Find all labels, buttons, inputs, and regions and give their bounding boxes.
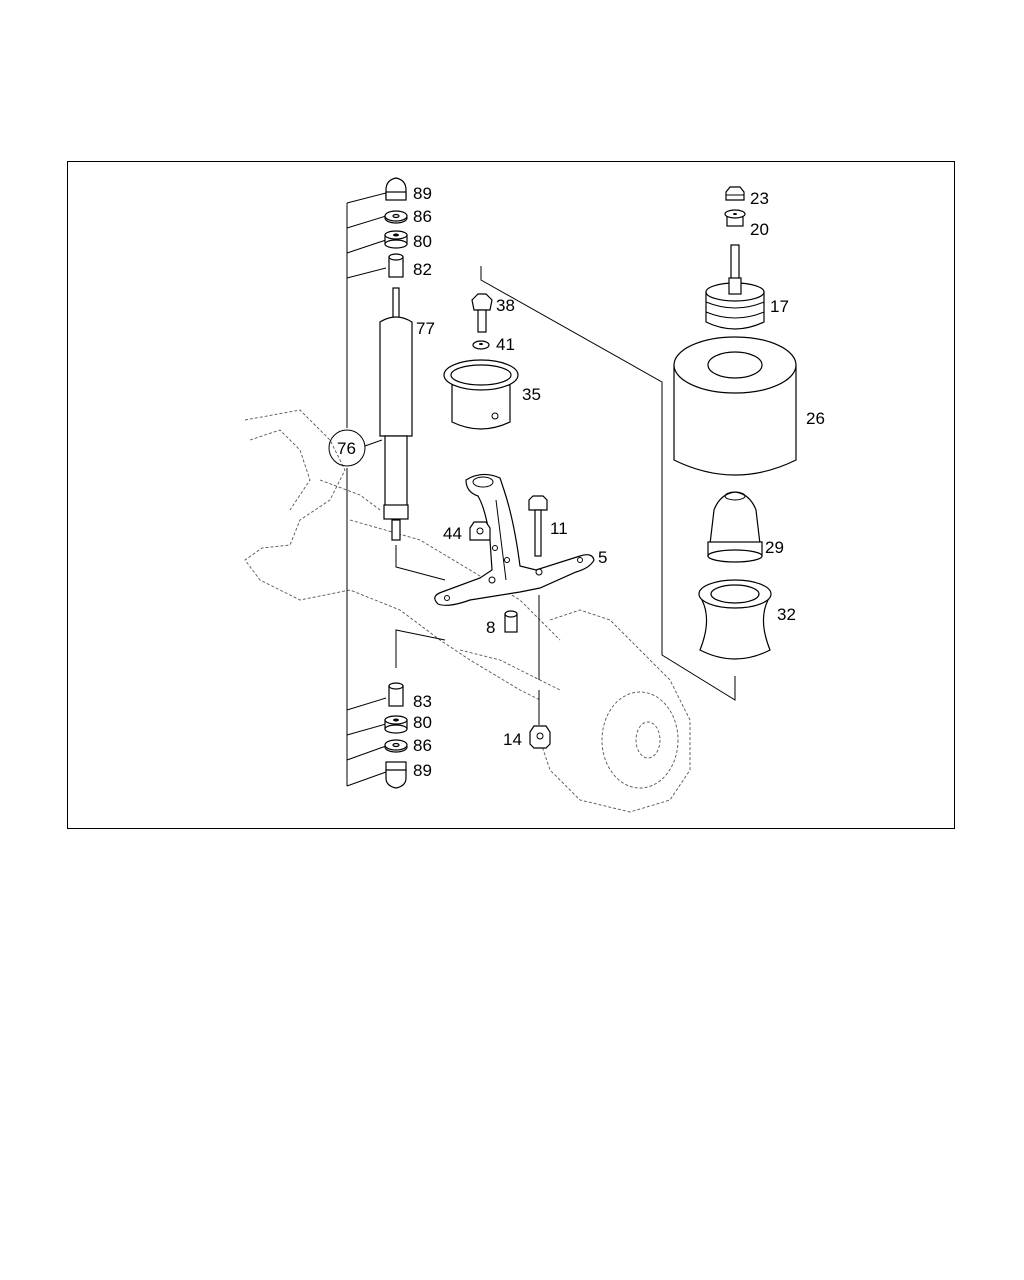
callout-80-top: 80 xyxy=(413,232,432,251)
assembly-76-circle xyxy=(328,429,366,467)
callout-26: 26 xyxy=(806,409,825,428)
callout-44: 44 xyxy=(443,524,462,543)
callout-17: 17 xyxy=(770,297,789,316)
callout-80-bottom: 80 xyxy=(413,713,432,732)
bushing-8 xyxy=(504,610,518,633)
axle-housing-outline xyxy=(244,409,691,813)
callout-77: 77 xyxy=(416,319,435,338)
sleeve-82 xyxy=(388,253,404,278)
callout-35: 35 xyxy=(522,385,541,404)
bracket-shock-group xyxy=(346,192,387,787)
washer-86-top xyxy=(384,210,408,224)
washer-86-bottom xyxy=(384,739,408,753)
callout-86-top: 86 xyxy=(413,207,432,226)
bracket-5 xyxy=(434,473,595,606)
callout-86-bottom: 86 xyxy=(413,736,432,755)
bushing-80-top xyxy=(384,230,408,249)
shock-absorber-77 xyxy=(379,287,413,541)
cup-35 xyxy=(443,359,519,430)
washer-41 xyxy=(472,340,490,350)
callout-89-top: 89 xyxy=(413,184,432,203)
bump-stop-17 xyxy=(705,244,765,330)
nut-23 xyxy=(725,186,745,201)
callout-32: 32 xyxy=(777,605,796,624)
nut-89-top xyxy=(385,177,407,201)
callout-8: 8 xyxy=(486,618,495,637)
cap-20 xyxy=(724,209,746,227)
piston-29 xyxy=(707,491,763,563)
bolt-38 xyxy=(471,293,493,333)
callout-41: 41 xyxy=(496,335,515,354)
callout-83: 83 xyxy=(413,692,432,711)
callout-38: 38 xyxy=(496,296,515,315)
callout-82: 82 xyxy=(413,260,432,279)
spring-seat-32 xyxy=(698,579,772,660)
nut-14 xyxy=(529,725,551,749)
nut-44 xyxy=(469,521,491,541)
callout-20: 20 xyxy=(750,220,769,239)
bolt-11 xyxy=(528,495,548,557)
callout-5: 5 xyxy=(598,548,607,567)
bracket-spring-group xyxy=(480,266,736,701)
callout-76: 76 xyxy=(337,439,356,458)
diagram-frame xyxy=(67,161,955,829)
air-spring-26 xyxy=(673,336,797,476)
sleeve-83 xyxy=(388,682,404,707)
callout-14: 14 xyxy=(503,730,522,749)
nut-89-bottom xyxy=(385,761,407,789)
leader-lines xyxy=(395,545,540,725)
callout-29: 29 xyxy=(765,538,784,557)
callout-11: 11 xyxy=(550,519,568,538)
callout-labels: 89 86 80 82 77 76 38 41 35 44 11 5 8 83 … xyxy=(337,184,825,780)
callout-89-bottom: 89 xyxy=(413,761,432,780)
callout-23: 23 xyxy=(750,189,769,208)
bushing-80-bottom xyxy=(384,715,408,734)
